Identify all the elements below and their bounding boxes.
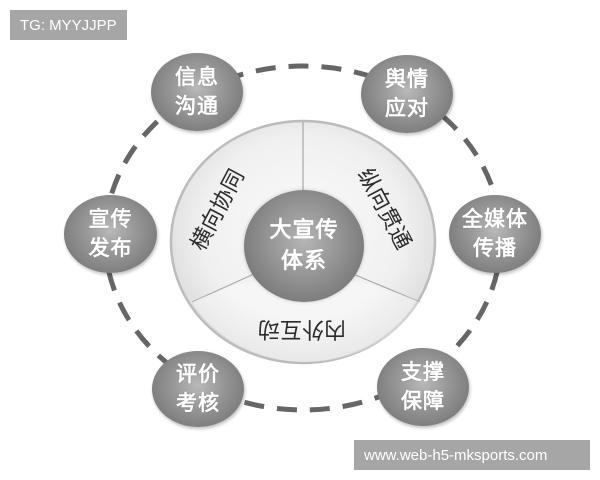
center-label-line1: 大宣传 (269, 218, 339, 243)
watermark-top-left: TG: MYYJJPP (10, 10, 127, 40)
node-label-line2: 保障 (401, 389, 445, 413)
ring-divider-right (352, 273, 421, 303)
watermark-bottom-right: www.web-h5-mksports.com (354, 440, 590, 470)
node-label-line1: 支撑 (401, 360, 445, 384)
center-core-node: 大宣传 体系 (244, 190, 364, 302)
ring-segment-bottom-shade (192, 276, 420, 363)
node-evaluation: 评价 考核 (152, 351, 244, 427)
ring-label-internal-external: 内外互动 (258, 316, 347, 341)
node-info-communication: 信息 沟通 (151, 53, 243, 131)
node-publicity-release: 宣传 发布 (64, 195, 157, 273)
center-label-line2: 体系 (280, 249, 327, 274)
node-all-media: 全媒体 传播 (449, 195, 541, 273)
node-public-opinion: 舆情 应对 (361, 55, 453, 133)
node-label-line2: 沟通 (175, 94, 219, 118)
node-label-line1: 信息 (175, 65, 219, 89)
node-label-line2: 应对 (385, 96, 429, 120)
node-label-line1: 评价 (176, 362, 220, 386)
node-label-line1: 舆情 (385, 67, 429, 91)
node-label-line1: 全媒体 (462, 207, 528, 231)
node-label-line2: 传播 (473, 236, 517, 260)
node-label-line2: 发布 (88, 236, 133, 260)
node-support: 支撑 保障 (377, 348, 469, 426)
ring-divider-left (191, 273, 255, 303)
node-label-line2: 考核 (176, 391, 220, 415)
node-label-line1: 宣传 (88, 207, 133, 231)
